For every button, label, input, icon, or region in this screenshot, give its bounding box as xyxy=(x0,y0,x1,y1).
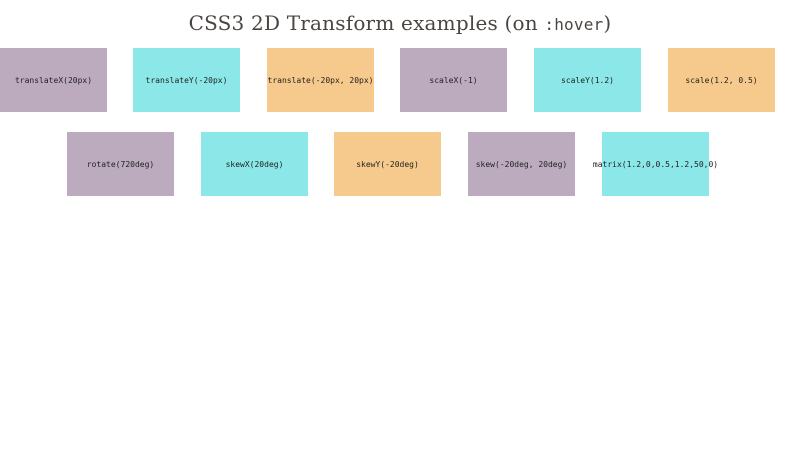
box-label: scaleY(1.2) xyxy=(561,75,614,85)
box-label: translateY(-20px) xyxy=(145,75,228,85)
box-translatey[interactable]: translateY(-20px) xyxy=(133,48,240,112)
page-title-hover-code: :hover xyxy=(544,15,604,34)
box-rotate[interactable]: rotate(720deg) xyxy=(67,132,174,196)
box-label: skew(-20deg, 20deg) xyxy=(475,159,568,169)
box-label: scaleX(-1) xyxy=(429,75,478,85)
page-title: CSS3 2D Transform examples (on :hover) xyxy=(0,11,800,35)
box-skew[interactable]: skew(-20deg, 20deg) xyxy=(468,132,575,196)
box-label: skewX(20deg) xyxy=(225,159,284,169)
box-translate[interactable]: translate(-20px, 20px) xyxy=(267,48,374,112)
box-label: skewY(-20deg) xyxy=(356,159,419,169)
box-label: translateX(20px) xyxy=(14,75,93,85)
box-scale[interactable]: scale(1.2, 0.5) xyxy=(668,48,775,112)
page-title-suffix: ) xyxy=(603,11,612,35)
box-scaley[interactable]: scaleY(1.2) xyxy=(534,48,641,112)
box-skewx[interactable]: skewX(20deg) xyxy=(201,132,308,196)
page-title-text: CSS3 2D Transform examples (on xyxy=(188,11,545,35)
box-matrix[interactable]: matrix(1.2,0,0.5,1.2,50,0) xyxy=(593,132,718,196)
box-translatex[interactable]: translateX(20px) xyxy=(0,48,107,112)
box-label: translate(-20px, 20px) xyxy=(267,75,374,85)
box-label: rotate(720deg) xyxy=(86,159,155,169)
box-skewy[interactable]: skewY(-20deg) xyxy=(334,132,441,196)
box-label: scale(1.2, 0.5) xyxy=(685,75,758,85)
box-label: matrix(1.2,0,0.5,1.2,50,0) xyxy=(592,159,719,169)
box-scalex[interactable]: scaleX(-1) xyxy=(400,48,507,112)
